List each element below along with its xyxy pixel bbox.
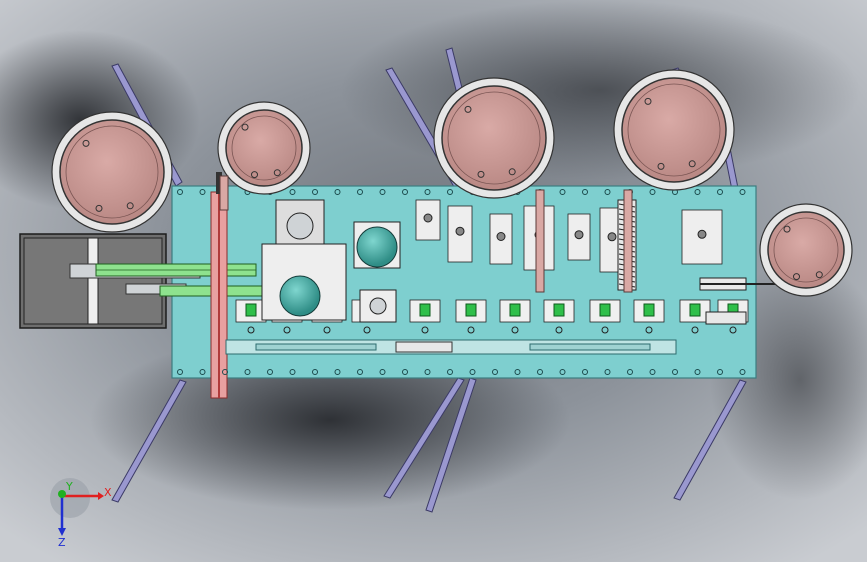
- mount-hole: [582, 369, 588, 375]
- mount-hole: [199, 369, 206, 375]
- mount-hole: [694, 369, 701, 375]
- mount-hole: [334, 189, 341, 195]
- coordinate-triad-icon: X Y Z: [50, 478, 112, 549]
- mount-hole: [672, 369, 678, 375]
- vertical-red-rail: [210, 172, 228, 399]
- mount-hole: [717, 369, 723, 375]
- mount-hole: [402, 369, 408, 375]
- tooling-blocks: [177, 189, 749, 375]
- support-legs: [111, 47, 747, 513]
- output-connector: [699, 277, 790, 325]
- green-part: [509, 303, 521, 317]
- mount-hole: [447, 369, 453, 375]
- mount-hole: [244, 369, 251, 375]
- mount-hole: [447, 189, 453, 195]
- mount-hole: [537, 369, 543, 375]
- mount-hole: [379, 189, 386, 195]
- leg: [111, 379, 187, 503]
- vibratory-bowl: [51, 111, 173, 233]
- mount-hole: [177, 369, 183, 375]
- mount-hole: [222, 369, 228, 375]
- feed-tube: [219, 175, 229, 211]
- vibratory-bowl: [217, 101, 311, 195]
- green-part: [465, 303, 477, 317]
- vibratory-bowl: [613, 69, 735, 191]
- mount-hole: [649, 369, 656, 375]
- green-part: [553, 303, 565, 317]
- mount-hole: [357, 189, 363, 195]
- vibratory-bowl: [433, 77, 555, 199]
- mount-hole: [739, 189, 746, 195]
- mount-hole: [694, 189, 701, 195]
- mount-hole: [357, 369, 363, 375]
- mount-hole: [424, 369, 431, 375]
- mount-hole: [289, 369, 296, 375]
- vibratory-bowl: [759, 203, 853, 297]
- leg: [425, 377, 477, 513]
- vibratory-bowls: [51, 69, 853, 297]
- mount-hole: [582, 189, 588, 195]
- z-axis-label: Z: [58, 536, 66, 549]
- green-part: [419, 303, 431, 317]
- mount-hole: [312, 369, 318, 375]
- mount-hole: [627, 369, 633, 375]
- mount-hole: [199, 189, 206, 195]
- mount-hole: [289, 189, 296, 195]
- mount-hole: [267, 369, 273, 375]
- mount-hole: [604, 189, 611, 195]
- mount-hole: [717, 189, 723, 195]
- green-part: [689, 303, 701, 317]
- mount-hole: [312, 189, 318, 195]
- y-axis-dot: [58, 490, 66, 498]
- mount-hole: [559, 189, 566, 195]
- mount-hole: [469, 369, 476, 375]
- green-part: [599, 303, 611, 317]
- green-part: [643, 303, 655, 317]
- mount-hole: [514, 369, 521, 375]
- mount-hole: [402, 189, 408, 195]
- leg: [383, 377, 465, 499]
- mount-hole: [492, 369, 498, 375]
- mount-hole: [739, 369, 746, 375]
- drive-motor: [19, 233, 201, 329]
- mount-hole: [604, 369, 611, 375]
- mount-hole: [379, 369, 386, 375]
- mount-hole: [334, 369, 341, 375]
- shadow-top: [340, 0, 860, 180]
- green-part: [245, 303, 257, 317]
- mount-hole: [559, 369, 566, 375]
- x-axis-label: X: [104, 486, 112, 499]
- leg: [673, 379, 747, 501]
- mount-hole: [177, 189, 183, 195]
- y-axis-label: Y: [65, 480, 73, 493]
- feed-tube: [535, 189, 545, 293]
- mount-hole: [649, 189, 656, 195]
- central-modules: [261, 199, 401, 323]
- mount-hole: [424, 189, 431, 195]
- lower-transfer-rail: [225, 339, 677, 355]
- feed-tube: [623, 189, 633, 293]
